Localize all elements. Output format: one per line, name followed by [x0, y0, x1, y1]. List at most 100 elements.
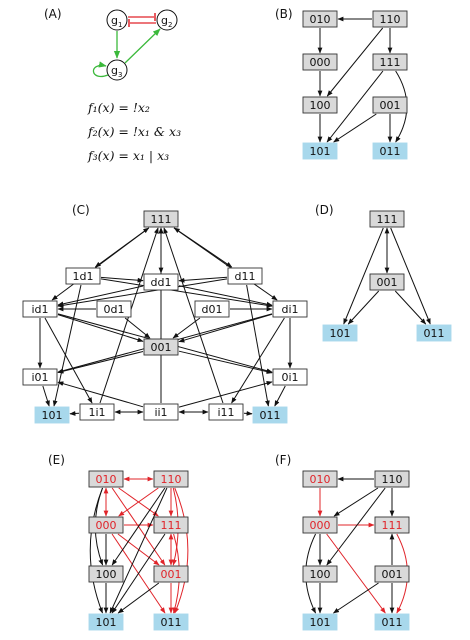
state-box — [252, 406, 288, 424]
state-label: 001 — [151, 341, 172, 354]
state-label: 001 — [377, 276, 398, 289]
svg-text:g2: g2 — [161, 14, 172, 29]
transition-edge-e110-e101 — [109, 487, 168, 614]
panel-label-e: (E) — [48, 453, 65, 467]
transition-edge-b111-b101 — [326, 70, 384, 143]
transition-edge-d111-d101 — [343, 227, 384, 325]
state-box — [302, 565, 338, 583]
state-box — [302, 96, 338, 114]
panel-label-f: (F) — [275, 453, 291, 467]
gene-network: g1 g2 g3 — [92, 9, 178, 81]
transition-edge-f000-f011 — [326, 533, 386, 614]
panel-label-a: (A) — [44, 7, 62, 21]
transition-edge-cii1-c0i1 — [178, 380, 273, 408]
state-box — [302, 53, 338, 71]
state-label: 011 — [424, 327, 445, 340]
state-box — [302, 613, 338, 631]
state-box — [369, 210, 405, 228]
svg-text:g1: g1 — [111, 14, 122, 29]
state-node-c0i1: 0i1 — [272, 368, 308, 386]
state-label: 001 — [161, 568, 182, 581]
gene-node-g1 — [106, 9, 128, 31]
transition-edge-ci11-c011 — [243, 411, 253, 416]
state-box — [22, 300, 58, 318]
state-box — [372, 53, 408, 71]
state-label: 010 — [310, 13, 331, 26]
state-node-cd01: d01 — [194, 300, 230, 318]
state-box — [143, 403, 179, 421]
equation-f1: f₁(x) = !x₂ — [87, 100, 150, 115]
state-node-f010: 010 — [302, 470, 338, 488]
state-node-ci11: i11 — [208, 403, 244, 421]
state-label: 011 — [382, 616, 403, 629]
transition-edge-b110-b100 — [326, 27, 384, 97]
state-label: 1d1 — [73, 270, 94, 283]
transition-edge-e111-e101 — [111, 533, 166, 614]
state-label: 110 — [382, 473, 403, 486]
transition-edge-cd01-c001 — [172, 317, 201, 339]
transition-edge-cdi1-c001 — [178, 313, 273, 343]
gene-node-g3 — [106, 59, 128, 81]
state-box — [143, 210, 179, 228]
state-label: 100 — [96, 568, 117, 581]
state-box — [302, 10, 338, 28]
state-label: dd1 — [151, 276, 172, 289]
state-label: 000 — [310, 56, 331, 69]
transition-edge-cd11-cdd1 — [178, 276, 228, 283]
state-node-e110: 110 — [153, 470, 189, 488]
state-box — [372, 96, 408, 114]
state-label: 010 — [310, 473, 331, 486]
state-node-f000: 000 — [302, 516, 338, 534]
state-node-b011: 011 — [372, 142, 408, 160]
transition-edge-cdd1-cdi1 — [178, 285, 273, 307]
state-box — [374, 565, 410, 583]
state-node-b100: 100 — [302, 96, 338, 114]
transition-edge-d111-d011 — [390, 227, 431, 325]
state-label: d01 — [202, 303, 223, 316]
state-label: 101 — [330, 327, 351, 340]
state-node-c111: 111 — [143, 210, 179, 228]
state-box — [272, 368, 308, 386]
state-label: i11 — [217, 406, 234, 419]
transition-edge-e110-e011 — [174, 487, 189, 614]
panel-label-c: (C) — [72, 203, 90, 217]
state-label: 101 — [96, 616, 117, 629]
self-loop-g3 — [92, 61, 109, 78]
gene-label-g2: g — [161, 14, 168, 27]
transition-edge-c0i1-c011 — [274, 385, 286, 407]
state-node-f110: 110 — [374, 470, 410, 488]
state-node-e100: 100 — [88, 565, 124, 583]
transition-edge-f110-f000 — [333, 487, 379, 517]
state-box — [208, 403, 244, 421]
state-node-c1d1: 1d1 — [65, 267, 101, 285]
transition-edge-cid1-c1i1 — [44, 317, 93, 404]
state-box — [88, 470, 124, 488]
state-box — [302, 142, 338, 160]
state-box — [88, 516, 124, 534]
state-label: 011 — [380, 145, 401, 158]
transition-edge-c111-cdi1 — [173, 227, 278, 301]
state-box — [272, 300, 308, 318]
state-node-d101: 101 — [322, 324, 358, 342]
svg-text:g3: g3 — [111, 64, 122, 79]
panel-label-b: (B) — [275, 7, 293, 21]
transition-edge-f110-f100 — [326, 487, 386, 566]
state-box — [96, 300, 132, 318]
state-label: 000 — [96, 519, 117, 532]
state-box — [79, 403, 115, 421]
state-label: 001 — [382, 568, 403, 581]
transition-edge-d001-d011 — [394, 290, 427, 325]
state-label: 110 — [161, 473, 182, 486]
transition-edge-c111-cid1 — [51, 227, 150, 301]
state-node-cid1: id1 — [22, 300, 58, 318]
state-label: id1 — [31, 303, 48, 316]
state-label: 101 — [42, 409, 63, 422]
state-node-b101: 101 — [302, 142, 338, 160]
state-label: 010 — [96, 473, 117, 486]
state-box — [153, 565, 189, 583]
state-box — [143, 273, 179, 291]
state-label: 0i1 — [281, 371, 298, 384]
transition-edge-e110-e000 — [118, 487, 159, 517]
state-node-f101: 101 — [302, 613, 338, 631]
